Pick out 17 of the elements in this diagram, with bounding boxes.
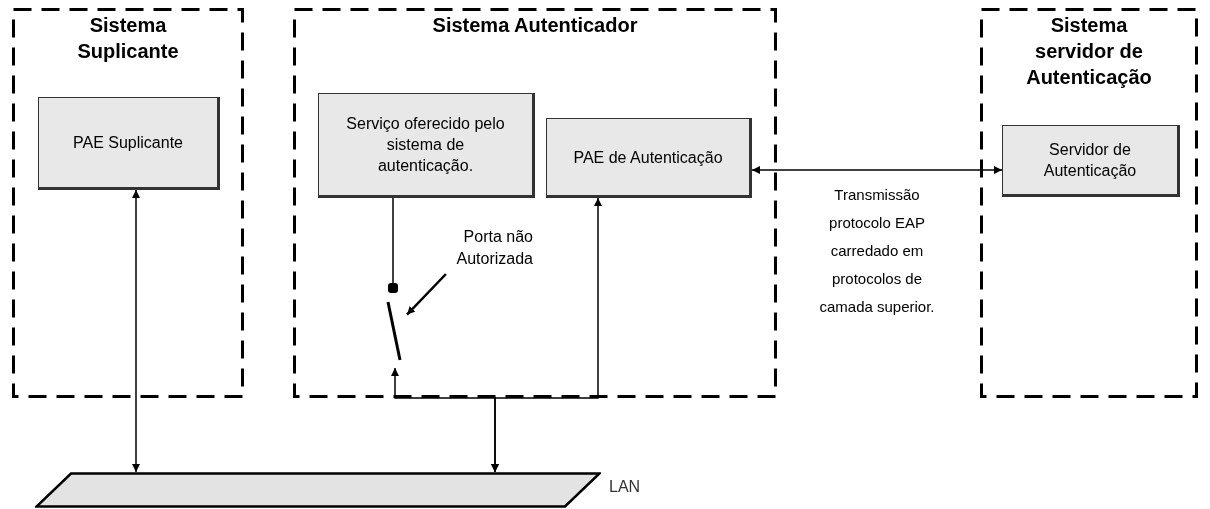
leader-arrow [406,273,447,316]
port-label: Porta não Autorizada [405,226,533,274]
system-group [12,8,244,398]
process-box: Servidor de Autenticação [1002,125,1180,197]
system-group [980,8,1198,398]
process-box: PAE de Autenticação [546,118,752,198]
group-title: Sistema servidor de Autenticação [1025,13,1153,90]
system-group [293,8,777,398]
connector-arrow [751,166,1003,174]
connector-arrow [132,189,140,473]
group-title: Sistema Autenticador [431,13,639,38]
lan-label: LAN [609,478,641,496]
connector-arrow [491,197,602,473]
process-box: PAE Suplicante [38,97,220,190]
process-box: Serviço oferecido pelo sistema de autenticação. [318,93,535,198]
group-title: Sistema Suplicante [76,13,180,64]
lan-bar [35,472,601,508]
